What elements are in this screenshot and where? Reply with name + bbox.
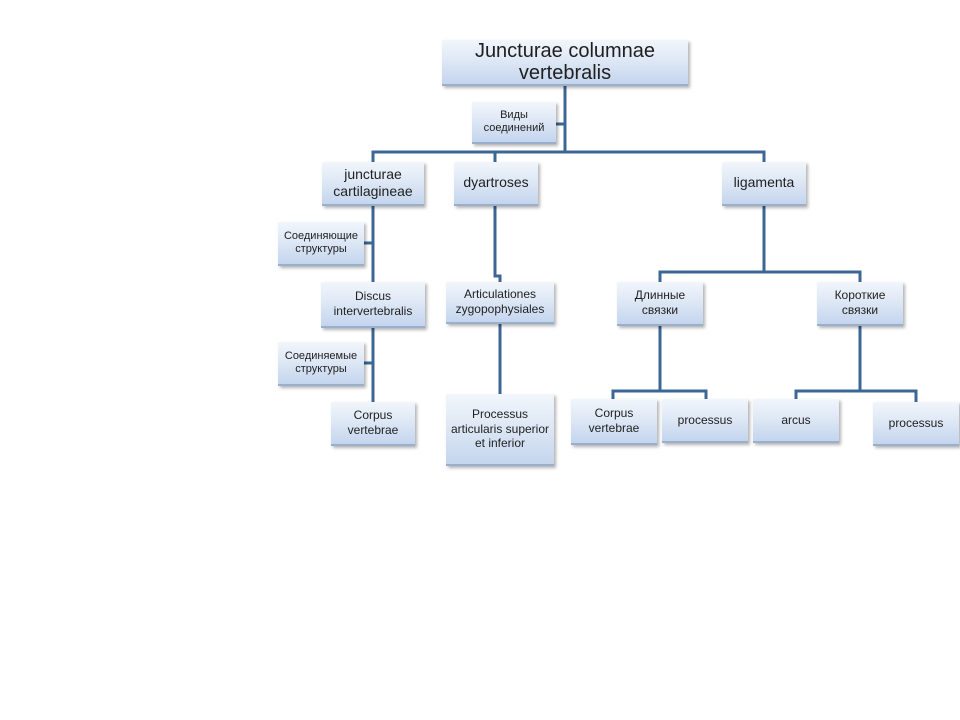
node-long-ligaments-label: Длинные связки — [634, 288, 686, 317]
node-note-connecting-label: Соединяющие структуры — [283, 229, 359, 255]
node-short-arcus-label: arcus — [781, 412, 811, 427]
node-dyartroses-label: dyartroses — [463, 174, 529, 191]
node-dyartroses: dyartroses — [454, 162, 538, 206]
node-note-connected-label: Соединяемые структуры — [284, 349, 358, 375]
node-short-ligaments-label: Короткие связки — [834, 288, 886, 317]
node-articulationes: Articulationes zygopophysiales — [446, 282, 554, 324]
node-long-corpus-label: Corpus vertebrae — [588, 406, 640, 435]
node-processus-articularis: Processus articularis superior et inferi… — [446, 394, 554, 466]
node-cartilagineae: juncturae cartilagineae — [322, 162, 424, 206]
node-corpus-left: Corpus vertebrae — [331, 402, 415, 446]
node-short-ligaments: Короткие связки — [817, 282, 903, 326]
node-short-arcus: arcus — [753, 399, 839, 443]
node-root: Juncturae columnae vertebralis — [442, 40, 688, 86]
node-note-connected: Соединяемые структуры — [278, 342, 364, 386]
node-cartilagineae-label: juncturae cartilagineae — [333, 165, 413, 199]
node-long-corpus: Corpus vertebrae — [571, 399, 657, 445]
node-note-connecting: Соединяющие структуры — [278, 222, 364, 266]
node-corpus-left-label: Corpus vertebrae — [347, 408, 399, 437]
node-long-ligaments: Длинные связки — [617, 282, 703, 326]
node-articulationes-label: Articulationes zygopophysiales — [455, 287, 545, 316]
node-processus-articularis-label: Processus articularis superior et inferi… — [450, 407, 550, 451]
node-ligamenta: ligamenta — [722, 162, 806, 206]
node-root-note: Виды соединений — [472, 102, 556, 144]
node-discus-label: Discus intervertebralis — [333, 289, 413, 318]
node-root-note-label: Виды соединений — [483, 108, 545, 134]
node-short-processus: processus — [873, 402, 959, 446]
node-discus: Discus intervertebralis — [321, 282, 425, 328]
node-short-processus-label: processus — [888, 415, 944, 430]
node-long-processus: processus — [662, 399, 748, 443]
node-root-label: Juncturae columnae vertebralis — [474, 39, 656, 84]
node-ligamenta-label: ligamenta — [733, 174, 795, 191]
node-long-processus-label: processus — [677, 412, 733, 427]
